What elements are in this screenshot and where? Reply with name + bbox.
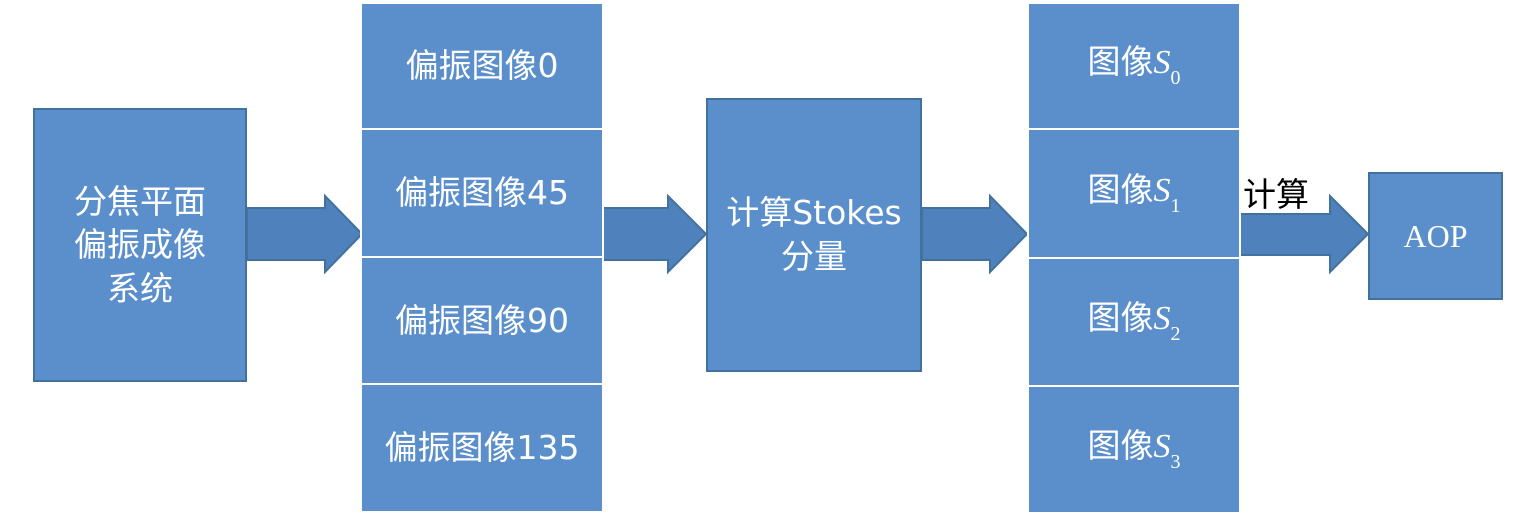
- stokes-image-s3-sub: 3: [1170, 450, 1181, 473]
- stokes-image-s2-box: 图像S2: [1027, 257, 1241, 387]
- source-line-1: 分焦平面: [74, 181, 206, 221]
- stokes-image-s1-prefix: 图像: [1087, 169, 1154, 209]
- arrow-source-to-polarization: [246, 193, 364, 275]
- polarization-image-135-label: 偏振图像135: [384, 428, 580, 468]
- polarization-image-0-box: 偏振图像0: [360, 2, 604, 130]
- polarization-image-90-box: 偏振图像90: [360, 256, 604, 385]
- aop-output-box: AOP: [1368, 172, 1503, 300]
- focal-plane-polarization-system-box: 分焦平面 偏振成像 系统: [33, 108, 247, 382]
- compute-stokes-line-2: 分量: [780, 237, 847, 276]
- polarization-image-90-label: 偏振图像90: [395, 300, 569, 340]
- stokes-image-s1-var: S: [1153, 171, 1171, 209]
- stokes-image-s1-box: 图像S1: [1027, 128, 1241, 259]
- stokes-image-s0-var: S: [1153, 44, 1171, 82]
- stokes-image-s3-box: 图像S3: [1027, 385, 1241, 514]
- stokes-image-s3-var: S: [1153, 427, 1171, 465]
- stokes-image-s2-var: S: [1153, 300, 1171, 338]
- compute-label: 计算: [1243, 175, 1309, 214]
- source-line-2: 偏振成像: [74, 225, 206, 265]
- stokes-image-s0-box: 图像S0: [1027, 2, 1241, 130]
- stokes-image-s1-sub: 1: [1170, 194, 1181, 217]
- stokes-image-s0-prefix: 图像: [1087, 42, 1154, 82]
- arrow-polarization-to-stokes: [601, 193, 708, 275]
- polarization-image-45-label: 偏振图像45: [395, 173, 569, 213]
- stokes-image-s2-sub: 2: [1170, 323, 1181, 346]
- compute-stokes-line-1: 计算Stokes: [726, 193, 902, 233]
- polarization-image-45-box: 偏振图像45: [360, 128, 604, 258]
- arrow-stokes-to-images: [921, 193, 1029, 275]
- stokes-image-s0-sub: 0: [1170, 67, 1181, 90]
- stokes-image-s3-prefix: 图像: [1087, 425, 1154, 465]
- polarization-image-135-box: 偏振图像135: [360, 383, 604, 513]
- aop-label: AOP: [1403, 217, 1468, 254]
- polarization-image-0-label: 偏振图像0: [405, 46, 559, 86]
- arrow-images-to-aop: [1239, 193, 1370, 275]
- source-line-3: 系统: [107, 268, 173, 308]
- stokes-image-s2-prefix: 图像: [1087, 298, 1154, 338]
- compute-stokes-box: 计算Stokes 分量: [706, 98, 922, 372]
